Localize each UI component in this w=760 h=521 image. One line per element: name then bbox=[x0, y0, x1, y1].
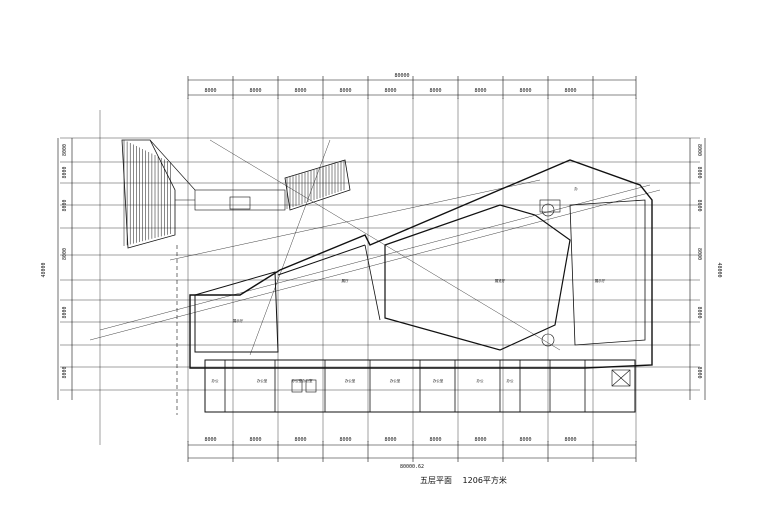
bottom-bay-dimension: 8000 bbox=[564, 437, 576, 443]
bottom-bay-dimension: 8000 bbox=[474, 437, 486, 443]
top-bay-dimension: 8000 bbox=[249, 88, 261, 94]
top-bay-dimension: 8000 bbox=[474, 88, 486, 94]
room-label-office: 办公室 bbox=[257, 378, 268, 383]
top-bay-dimension: 8000 bbox=[564, 88, 576, 94]
caption-area: 1206平方米 bbox=[462, 476, 507, 485]
left-bay-dimension: 8000 bbox=[62, 199, 68, 211]
right-bay-dimension: 8000 bbox=[696, 306, 702, 318]
drawing-caption: 五层平面 1206平方米 bbox=[420, 475, 515, 486]
room-label-office: 办公 bbox=[477, 378, 485, 383]
room-label-office: 办公室办公室 bbox=[292, 378, 313, 383]
room-label-corner: 办 bbox=[574, 186, 578, 191]
left-bay-dimension: 8000 bbox=[62, 306, 68, 318]
top-total-dimension: 80000 bbox=[394, 73, 409, 79]
room-label-right-hall: 展示厅 bbox=[595, 278, 606, 283]
room-label-office: 办公室 bbox=[390, 378, 401, 383]
right-bay-dimension: 8000 bbox=[696, 248, 702, 260]
top-bay-dimension: 8000 bbox=[519, 88, 531, 94]
room-label-center-hall: 展览厅 bbox=[495, 278, 506, 283]
right-bay-dimension: 8000 bbox=[696, 166, 702, 178]
left-bay-dimension: 8000 bbox=[62, 366, 68, 378]
right-bay-dimension: 8000 bbox=[696, 144, 702, 156]
bottom-bay-dimension: 8000 bbox=[339, 437, 351, 443]
top-bay-dimension: 8000 bbox=[294, 88, 306, 94]
right-bay-dimension: 8000 bbox=[696, 199, 702, 211]
top-bay-dimension: 8000 bbox=[429, 88, 441, 94]
room-label-office: 办公室 bbox=[345, 378, 356, 383]
room-label-office: 办公 bbox=[507, 378, 515, 383]
bottom-bay-dimension: 8000 bbox=[249, 437, 261, 443]
top-bay-dimension: 8000 bbox=[384, 88, 396, 94]
bottom-bay-dimension: 8000 bbox=[384, 437, 396, 443]
right-bay-dimension: 8000 bbox=[696, 366, 702, 378]
bottom-bay-dimension: 8000 bbox=[519, 437, 531, 443]
room-label-mid-hall: 展厅 bbox=[342, 278, 350, 283]
room-label-office: 办公室 bbox=[433, 378, 444, 383]
room-label-office: 办公 bbox=[212, 378, 219, 383]
room-label-left-hall: 展示厅 bbox=[233, 318, 244, 323]
bottom-total-dimension: 80000.62 bbox=[400, 464, 424, 470]
top-bay-dimension: 8000 bbox=[339, 88, 351, 94]
bottom-bay-dimension: 8000 bbox=[429, 437, 441, 443]
left-bay-dimension: 8000 bbox=[62, 166, 68, 178]
left-total-dimension: 48000 bbox=[41, 262, 47, 277]
caption-title: 五层平面 bbox=[420, 476, 452, 485]
left-bay-dimension: 8000 bbox=[62, 248, 68, 260]
bottom-bay-dimension: 8000 bbox=[294, 437, 306, 443]
top-bay-dimension: 8000 bbox=[204, 88, 216, 94]
left-bay-dimension: 8000 bbox=[62, 144, 68, 156]
right-total-dimension: 48000 bbox=[716, 262, 722, 277]
bottom-bay-dimension: 8000 bbox=[204, 437, 216, 443]
